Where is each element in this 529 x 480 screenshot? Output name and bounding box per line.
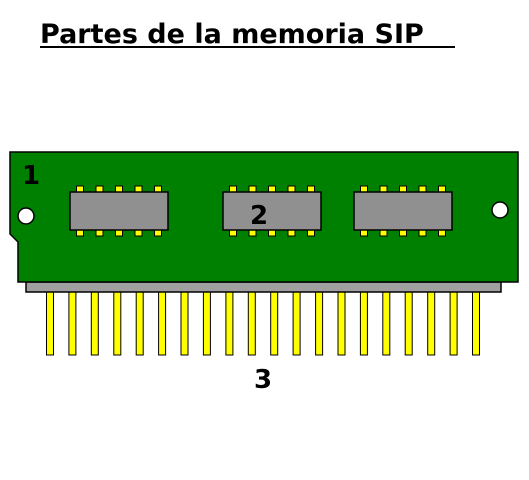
connector-pin [247,287,256,356]
connector-pin [180,287,189,356]
callout-board: 1 [22,161,40,191]
callout-pins: 3 [254,365,272,395]
connector-pin [427,287,436,356]
connector-pin [225,287,234,356]
mounting-hole-left [17,207,35,225]
connector-pin [337,287,346,356]
connector-pin [202,287,211,356]
diagram-title: Partes de la memoria SIP [40,19,424,50]
connector-pin [113,287,122,356]
mounting-hole-right [491,201,509,219]
connector-pin [46,287,54,356]
memory-chip [353,185,453,237]
chip-body [69,191,169,231]
connector-pin [472,287,480,356]
callout-chip: 2 [250,201,268,231]
connector-pin [158,287,167,356]
memory-chips [69,185,453,237]
connector-strip [25,281,502,293]
connector-pin [315,287,324,356]
connector-pin [90,287,99,356]
connector-pins [46,287,480,356]
chip-body [353,191,453,231]
connector-pin [359,287,368,356]
connector-pin [135,287,144,356]
memory-chip [69,185,169,237]
connector-pin [382,287,391,356]
connector-pin [270,287,279,356]
memory-chip [222,185,322,237]
connector-pin [68,287,77,356]
connector-pin [292,287,301,356]
chip-body [222,191,322,231]
connector-pin [449,287,458,356]
connector-pin [404,287,413,356]
